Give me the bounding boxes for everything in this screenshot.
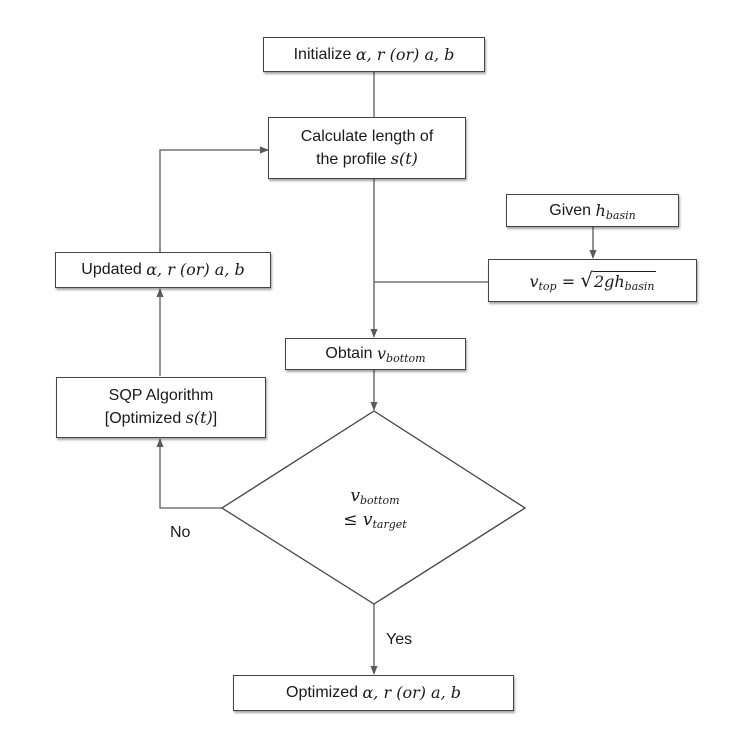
node-sqp-line2: [Optimized s(t)] (104, 408, 218, 427)
node-sqp-algorithm: SQP Algorithm [Optimized s(t)] (56, 377, 266, 438)
node-sqp-line1: SQP Algorithm (108, 387, 214, 404)
node-v-top-equation: vtop = √2ghbasin (488, 259, 697, 302)
node-given-h-basin: Given hbasin (506, 194, 679, 227)
decision-condition: vbottom ≤ vtarget (300, 484, 450, 532)
edge-updated-to-calc (159, 146, 269, 252)
node-calculate-length: Calculate length of the profile s(t) (268, 117, 466, 179)
node-obtain-v-bottom: Obtain vbottom (285, 338, 466, 370)
node-v-top-math: vtop = √2ghbasin (529, 267, 656, 293)
decision-diamond (220, 410, 527, 605)
node-initialize-label: Initialize (293, 45, 352, 63)
node-calculate-line1: Calculate length of (300, 127, 434, 145)
node-calculate-line2: the profile s(t) (316, 148, 418, 168)
node-optimized-label: Optimized (286, 684, 359, 701)
decision-line2: ≤ vtarget (343, 510, 407, 531)
node-optimized-math: α, r (or) a, b (362, 683, 461, 702)
edge-decision-no-to-sqp (156, 438, 222, 509)
node-given-label: Given (549, 201, 592, 219)
node-updated-label: Updated (81, 261, 142, 278)
node-initialize-math: α, r (or) a, b (355, 44, 455, 64)
edge-label-yes: Yes (386, 631, 413, 648)
decision-line1: vbottom (350, 486, 400, 507)
node-updated-math: α, r (or) a, b (146, 260, 245, 279)
edge-label-no: No (170, 524, 191, 541)
node-obtain-label: Obtain (325, 345, 373, 362)
node-initialize: Initialize α, r (or) a, b (263, 37, 485, 72)
node-optimized-params: Optimized α, r (or) a, b (233, 675, 514, 711)
node-updated-params: Updated α, r (or) a, b (55, 252, 271, 288)
